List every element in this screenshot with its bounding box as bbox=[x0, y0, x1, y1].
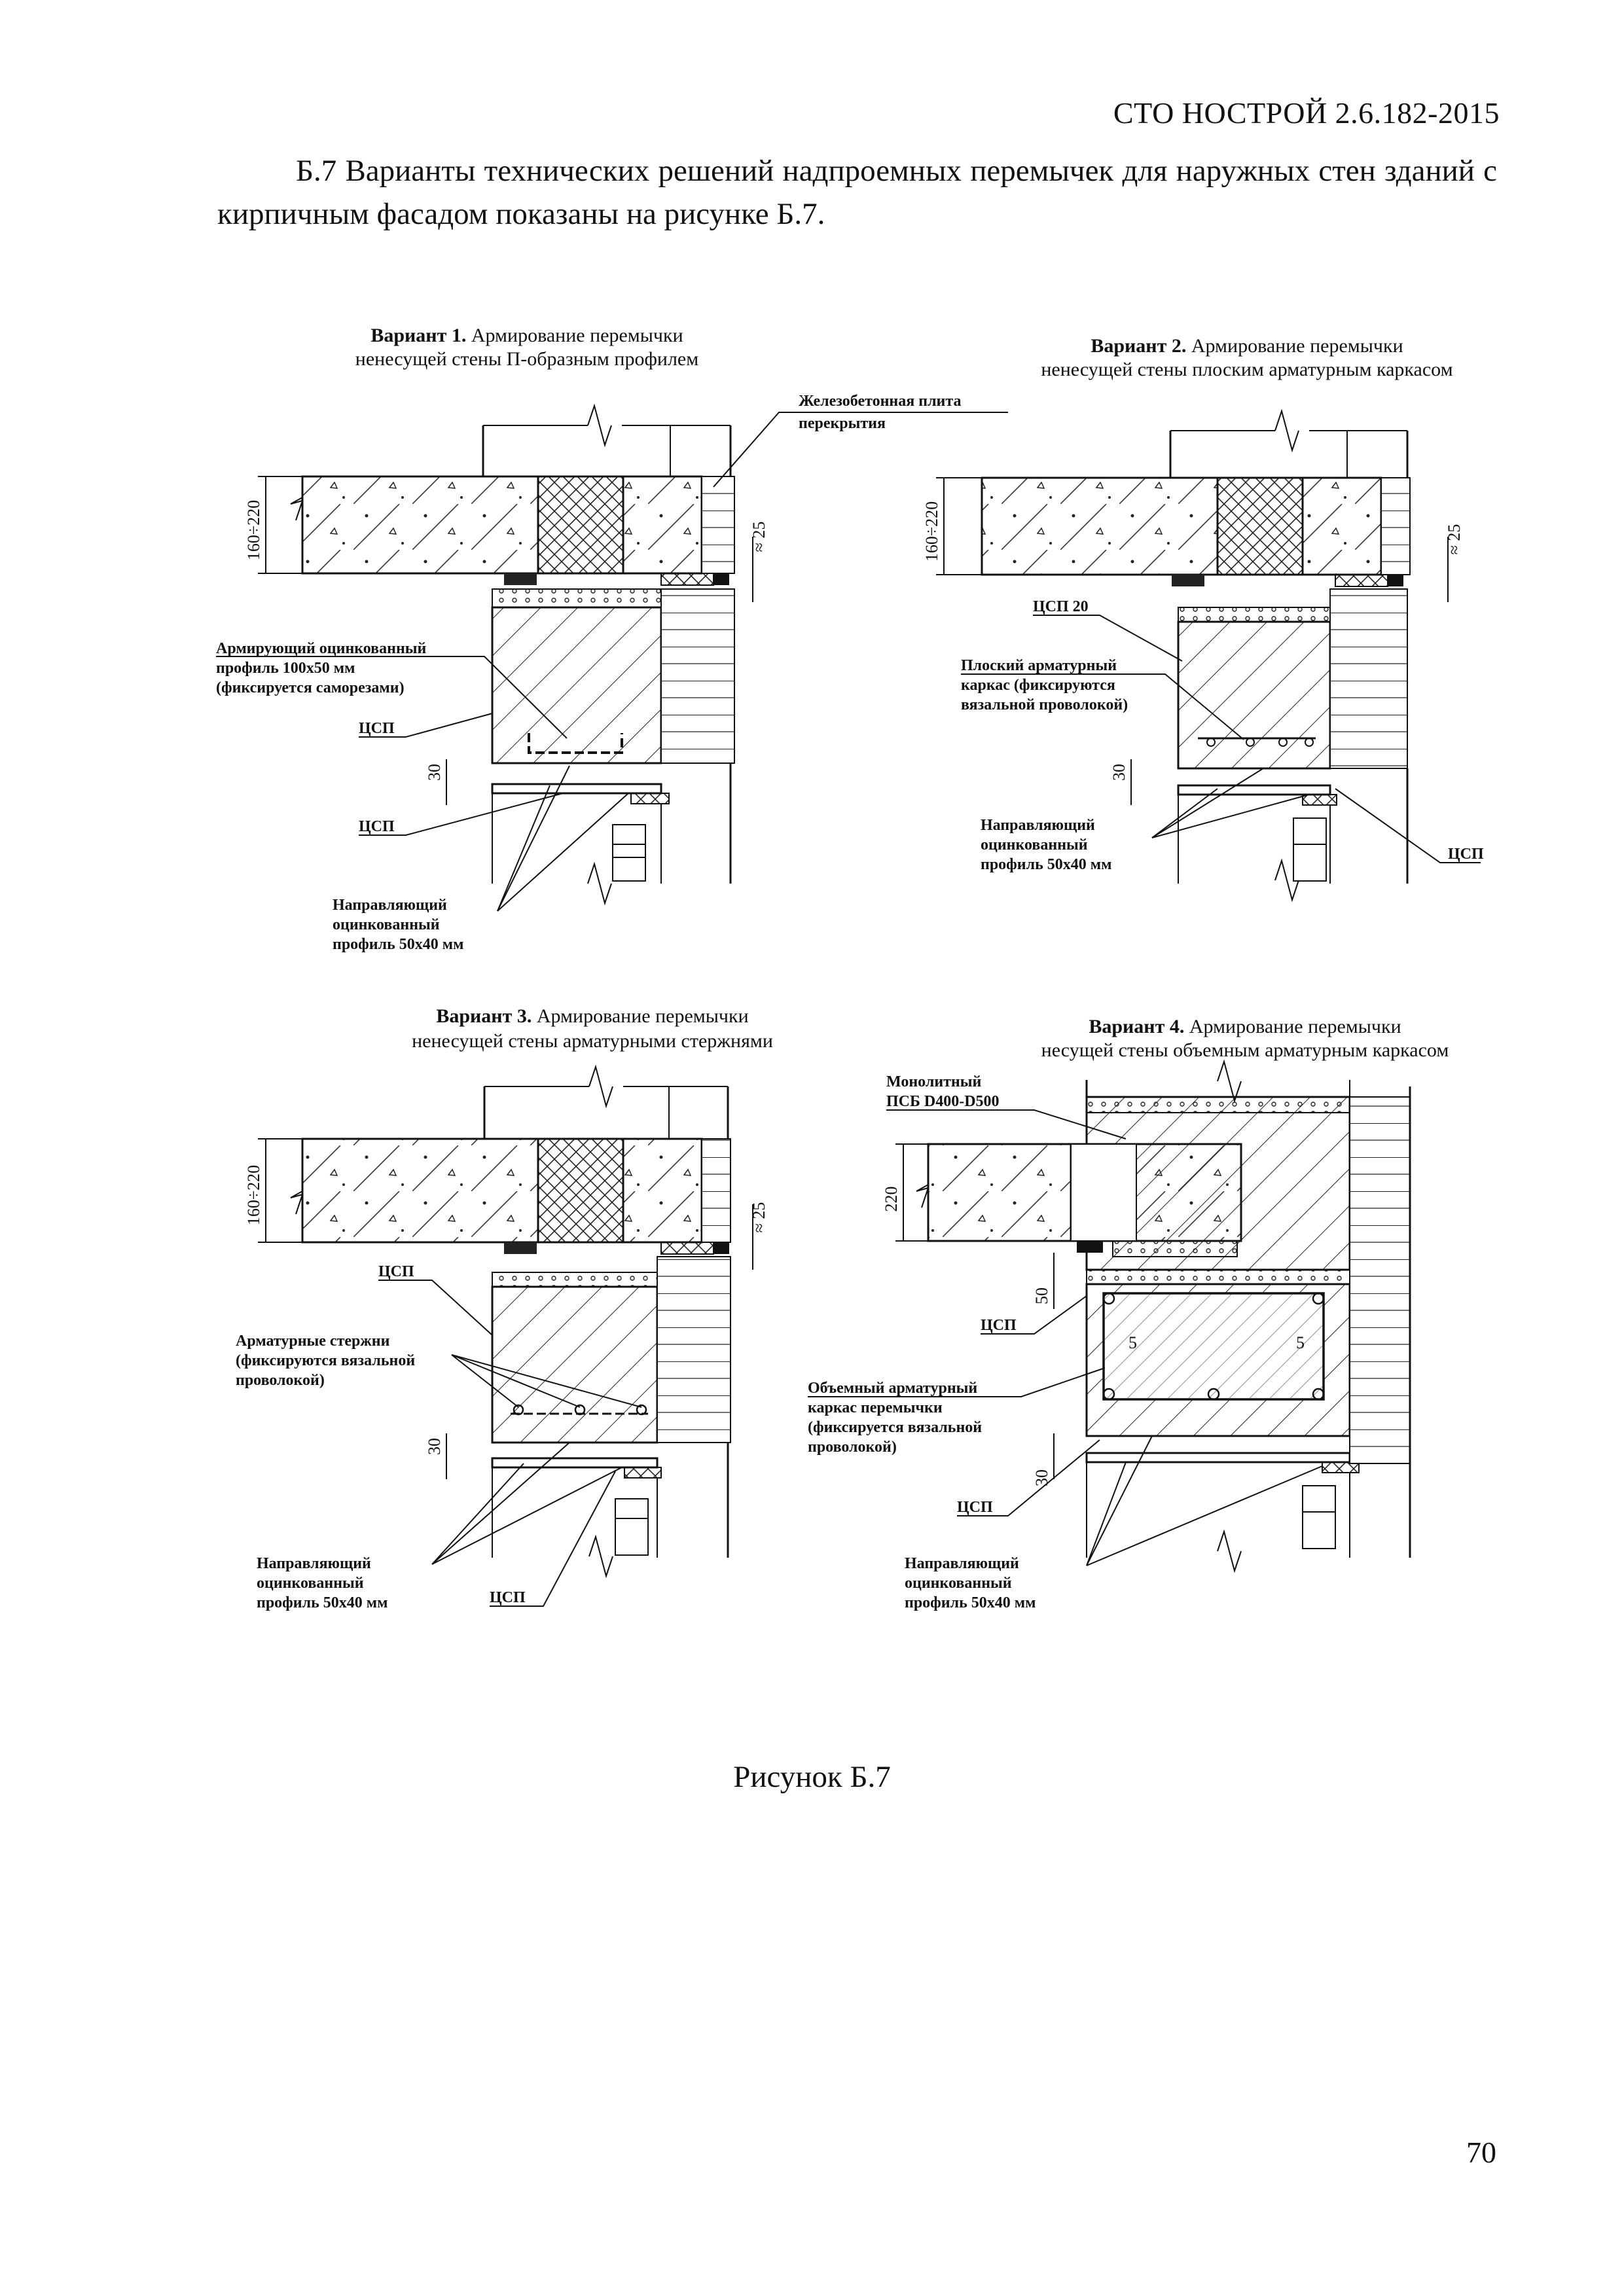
label-guide-3b: оцинкованный bbox=[257, 1575, 364, 1592]
label-tsp-4a: ЦСП bbox=[981, 1317, 1017, 1334]
figure-b7: Вариант 1. Армирование перемычки ненесущ… bbox=[216, 325, 1484, 1611]
label-mono-2: ПСБ D400-D500 bbox=[886, 1093, 1000, 1110]
variant-4-subtitle: несущей стены объемным арматурным каркас… bbox=[1041, 1039, 1449, 1061]
label-volume-frame-4: проволокой) bbox=[808, 1439, 897, 1456]
variant-3-title: Вариант 3. Армирование перемычки bbox=[436, 1005, 748, 1027]
dim-30-v1: 30 bbox=[425, 764, 444, 781]
dim-height-v3: 160÷220 bbox=[244, 1165, 263, 1225]
variant-2-subtitle: ненесущей стены плоским арматурным карка… bbox=[1041, 359, 1453, 380]
dim-height-v2: 160÷220 bbox=[922, 501, 941, 562]
variant-1-title: Вариант 1. Армирование перемычки bbox=[370, 325, 683, 346]
label-bars-1: Арматурные стержни bbox=[236, 1333, 390, 1350]
variant-1-drawing: Вариант 1. Армирование перемычки ненесущ… bbox=[216, 325, 1008, 953]
label-guide-2b: оцинкованный bbox=[981, 836, 1088, 853]
variant-3-subtitle: ненесущей стены арматурными стержнями bbox=[412, 1030, 773, 1052]
label-flat-frame-3: вязальной проволокой) bbox=[961, 696, 1128, 713]
label-guide-3c: профиль 50х40 мм bbox=[257, 1594, 388, 1611]
label-tsp-4b: ЦСП bbox=[957, 1499, 993, 1516]
label-tsp20: ЦСП 20 bbox=[1033, 598, 1089, 615]
label-guide-4a: Направляющий bbox=[905, 1555, 1019, 1572]
dim-25-v1: ≈ 25 bbox=[749, 522, 768, 552]
label-guide-1a: Направляющий bbox=[333, 897, 447, 914]
label-profile-3: (фиксируется саморезами) bbox=[216, 679, 405, 696]
variant-2-drawing: Вариант 2. Армирование перемычки ненесущ… bbox=[922, 335, 1484, 903]
dim-5b: 5 bbox=[1296, 1333, 1305, 1352]
label-flat-frame-1: Плоский арматурный bbox=[961, 657, 1117, 674]
label-slab-1: Железобетонная плита bbox=[799, 393, 961, 410]
dim-50: 50 bbox=[1032, 1287, 1051, 1304]
label-mono-1: Монолитный bbox=[886, 1073, 981, 1090]
label-tsp-1b: ЦСП bbox=[359, 818, 395, 835]
dim-220: 220 bbox=[882, 1187, 901, 1212]
page-number: 70 bbox=[1466, 2136, 1496, 2169]
dim-25-v3: ≈ 25 bbox=[749, 1202, 768, 1233]
label-guide-1c: профиль 50х40 мм bbox=[333, 936, 463, 953]
dim-height-v1: 160÷220 bbox=[244, 500, 263, 560]
variant-3-drawing: Вариант 3. Армирование перемычки ненесущ… bbox=[236, 1005, 773, 1611]
document-code: СТО НОСТРОЙ 2.6.182-2015 bbox=[1113, 96, 1500, 130]
label-volume-frame-3: (фиксируется вязальной bbox=[808, 1419, 982, 1436]
label-tsp-2: ЦСП bbox=[1448, 846, 1484, 863]
label-tsp-3a: ЦСП bbox=[378, 1263, 414, 1280]
label-guide-4c: профиль 50х40 мм bbox=[905, 1594, 1036, 1611]
label-slab-2: перекрытия bbox=[799, 415, 886, 432]
label-guide-4b: оцинкованный bbox=[905, 1575, 1012, 1592]
label-tsp-1a: ЦСП bbox=[359, 720, 395, 737]
label-bars-2: (фиксируются вязальной bbox=[236, 1352, 415, 1369]
label-tsp-3b: ЦСП bbox=[490, 1589, 526, 1606]
label-guide-1b: оцинкованный bbox=[333, 916, 440, 933]
variant-2-title: Вариант 2. Армирование перемычки bbox=[1091, 335, 1403, 357]
label-flat-frame-2: каркас (фиксируются bbox=[961, 677, 1115, 694]
variant-1-subtitle: ненесущей стены П-образным профилем bbox=[355, 348, 698, 370]
label-guide-3a: Направляющий bbox=[257, 1555, 371, 1572]
label-profile-2: профиль 100х50 мм bbox=[216, 660, 355, 677]
dim-30-v4: 30 bbox=[1032, 1469, 1051, 1486]
label-volume-frame-1: Объемный арматурный bbox=[808, 1380, 977, 1397]
dim-30-v3: 30 bbox=[425, 1438, 444, 1455]
dim-25-v2: ≈ 25 bbox=[1445, 524, 1464, 555]
label-guide-2c: профиль 50х40 мм bbox=[981, 856, 1111, 873]
label-profile-1: Армирующий оцинкованный bbox=[216, 640, 427, 657]
figure-caption: Рисунок Б.7 bbox=[733, 1760, 891, 1794]
label-bars-3: проволокой) bbox=[236, 1372, 325, 1389]
variant-4-drawing: Вариант 4. Армирование перемычки несущей… bbox=[808, 1016, 1449, 1611]
dim-5a: 5 bbox=[1128, 1333, 1137, 1352]
label-volume-frame-2: каркас перемычки bbox=[808, 1399, 943, 1416]
intro-paragraph: Б.7 Варианты технических решений надпрое… bbox=[217, 154, 1497, 231]
variant-4-title: Вариант 4. Армирование перемычки bbox=[1089, 1016, 1401, 1037]
label-guide-2a: Направляющий bbox=[981, 817, 1095, 834]
dim-30-v2: 30 bbox=[1110, 764, 1128, 781]
